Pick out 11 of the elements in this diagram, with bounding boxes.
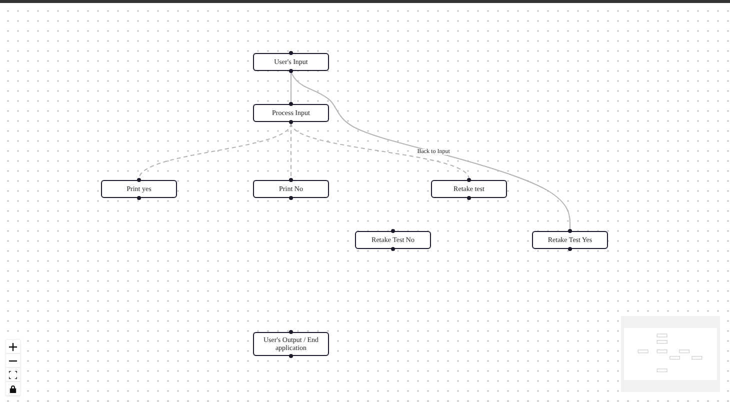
process-box: [253, 332, 329, 356]
connector: [290, 72, 570, 230]
process-box: [532, 231, 608, 249]
process-box: [101, 180, 177, 198]
process-box: [253, 53, 329, 71]
process-box: [253, 180, 329, 198]
process-box: [253, 104, 329, 122]
process-box: [355, 231, 431, 249]
connector: [290, 72, 292, 104]
process-box: [431, 180, 507, 198]
connector: [290, 122, 470, 180]
